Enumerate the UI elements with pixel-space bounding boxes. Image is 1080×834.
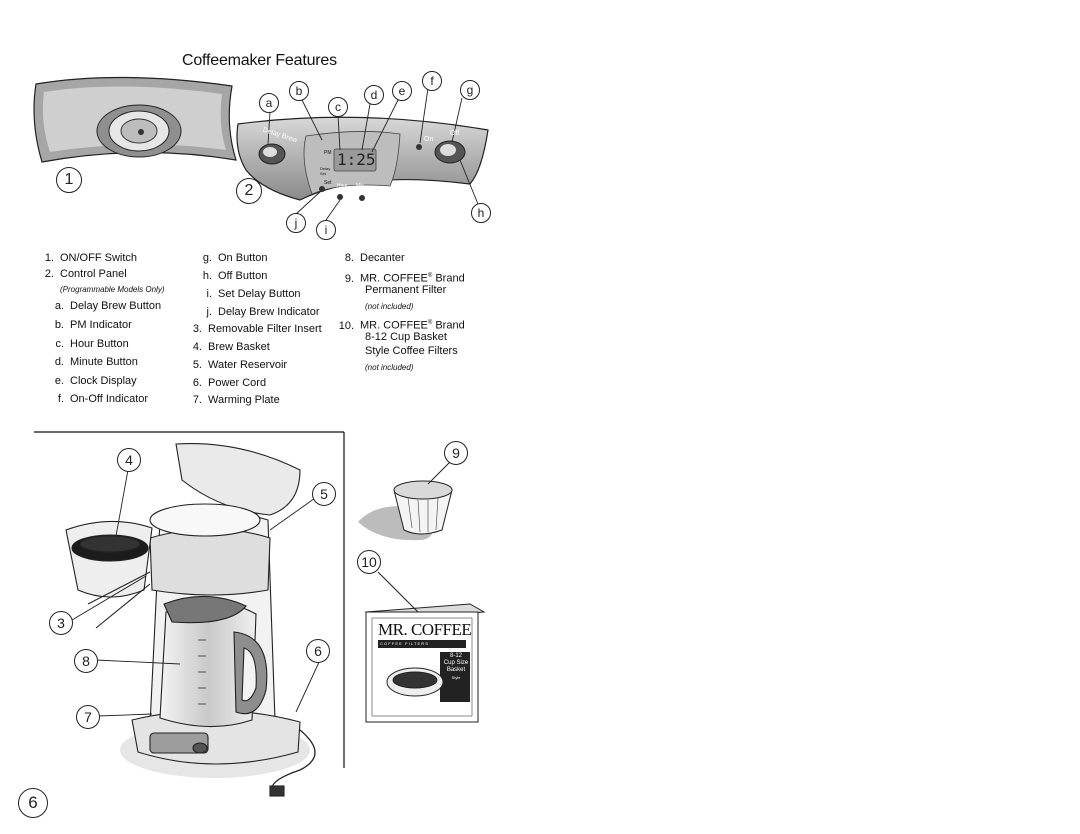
filter-box-illustration — [364, 571, 486, 723]
legend-item-8: 8.Decanter — [344, 252, 405, 264]
callout-d: d — [364, 85, 384, 105]
legend-item-9-note: (not included) — [365, 302, 414, 311]
figure-1-switch-panel — [33, 76, 237, 163]
legend-item: j.Delay Brew Indicator — [206, 306, 320, 318]
legend-item-10-note: (not included) — [365, 363, 414, 372]
hour-panel-label: Hour — [337, 183, 348, 189]
legend-item: h.Off Button — [202, 270, 268, 282]
off-panel-label: Off — [450, 130, 460, 137]
legend-column-1: 1.ON/OFF Switch 2.Control Panel (Program… — [38, 252, 198, 412]
legend-item: 5.Water Reservoir — [192, 359, 288, 371]
filter-box-size-block: 8-12 Cup Size Basket Style — [443, 653, 469, 681]
set-panel-label: Set — [324, 180, 332, 186]
filter-box-size-line4: Style — [451, 675, 461, 680]
filter-box-size: 8-12 — [449, 653, 462, 659]
callout-4: 4 — [117, 448, 141, 472]
legend-column-2: g.On Button h.Off Button i.Set Delay But… — [186, 252, 346, 412]
callout-10: 10 — [357, 550, 381, 574]
callout-2: 2 — [236, 178, 262, 204]
legend-item-10-line2: 8-12 Cup Basket — [365, 331, 447, 343]
coffeemaker-frame — [34, 431, 345, 768]
callout-h: h — [471, 203, 491, 223]
legend-item: 6.Power Cord — [192, 377, 267, 389]
legend-item-9: 9.MR. COFFEE® Brand — [344, 272, 465, 285]
legend-item: 3.Removable Filter Insert — [192, 323, 322, 335]
callout-e: e — [392, 81, 412, 101]
callout-5: 5 — [312, 482, 336, 506]
clock-display: 1:25 — [337, 150, 376, 169]
callout-i: i — [316, 220, 336, 240]
legend-item: a.Delay Brew Button — [54, 300, 162, 312]
legend-item: b.PM Indicator — [54, 319, 132, 331]
min-panel-label: Min. — [356, 183, 366, 189]
filter-box-size-line2: Cup Size — [443, 660, 469, 666]
callout-g: g — [460, 80, 480, 100]
filter-box-subtitle: C O F F E E F I L T E R S — [380, 641, 428, 646]
legend-item: 2.Control Panel — [44, 268, 127, 280]
callout-f: f — [422, 71, 442, 91]
filter-box-size-line3: Basket — [446, 667, 466, 673]
legend-item: 4.Brew Basket — [192, 341, 270, 353]
callout-b: b — [289, 81, 309, 101]
callout-8: 8 — [74, 649, 98, 673]
legend-item: d.Minute Button — [54, 356, 138, 368]
callout-7: 7 — [76, 705, 100, 729]
page-title: Coffeemaker Features — [182, 52, 337, 69]
legend-subnote: (Programmable Models Only) — [60, 285, 165, 294]
pm-panel-label: PM — [324, 150, 332, 156]
filter-box-brand: MR. COFFEE — [378, 620, 472, 639]
callout-3: 3 — [49, 611, 73, 635]
legend-item: 7.Warming Plate — [192, 394, 280, 406]
legend-item-9-line2: Permanent Filter — [365, 284, 447, 296]
page-number: 6 — [18, 788, 48, 818]
callout-j: j — [286, 213, 306, 233]
callout-1: 1 — [56, 167, 82, 193]
callout-a: a — [259, 93, 279, 113]
legend-item: f.On-Off Indicator — [57, 393, 149, 405]
legend-column-3: 8.Decanter 9.MR. COFFEE® Brand Permanent… — [338, 252, 498, 382]
callout-9: 9 — [444, 441, 468, 465]
legend-item-10-line3: Style Coffee Filters — [365, 345, 458, 357]
callout-c: c — [328, 97, 348, 117]
figure-2-control-panel — [236, 87, 489, 221]
legend-item: g.On Button — [202, 252, 268, 264]
legend-item-10: 10.MR. COFFEE® Brand — [338, 319, 465, 332]
on-panel-label: On — [424, 136, 434, 143]
legend-item: i.Set Delay Button — [206, 288, 301, 300]
callout-6: 6 — [306, 639, 330, 663]
legend-item: c.Hour Button — [55, 338, 129, 350]
coffeemaker-illustration — [65, 443, 321, 797]
permanent-filter-illustration — [358, 459, 453, 541]
legend-item: e.Clock Display — [54, 375, 137, 387]
delay-set-panel-label: Delay Set — [320, 166, 331, 176]
legend-item: 1.ON/OFF Switch — [44, 252, 138, 264]
